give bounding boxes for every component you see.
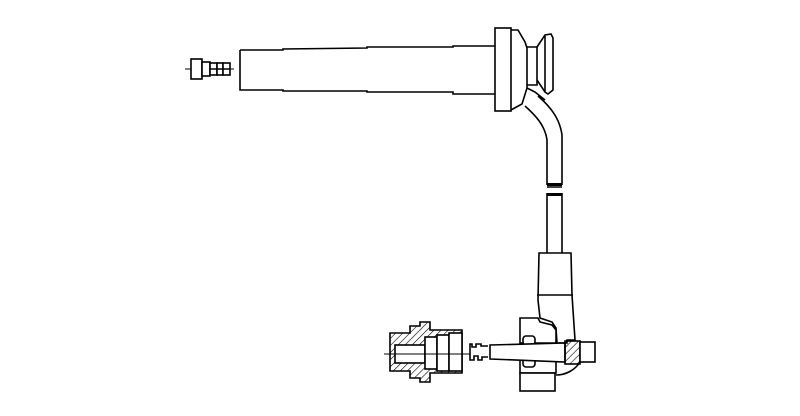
contact-rod [469,340,596,365]
cable-break-mark [547,193,562,196]
cable-break-mark [547,183,562,186]
sectioned-nut [384,321,470,383]
hatched-insulator [564,340,581,365]
angled-connector-body [519,252,581,392]
ignition-cable [524,95,563,253]
terminal-connector-left [185,58,234,80]
spark-plug-boot [239,27,554,112]
